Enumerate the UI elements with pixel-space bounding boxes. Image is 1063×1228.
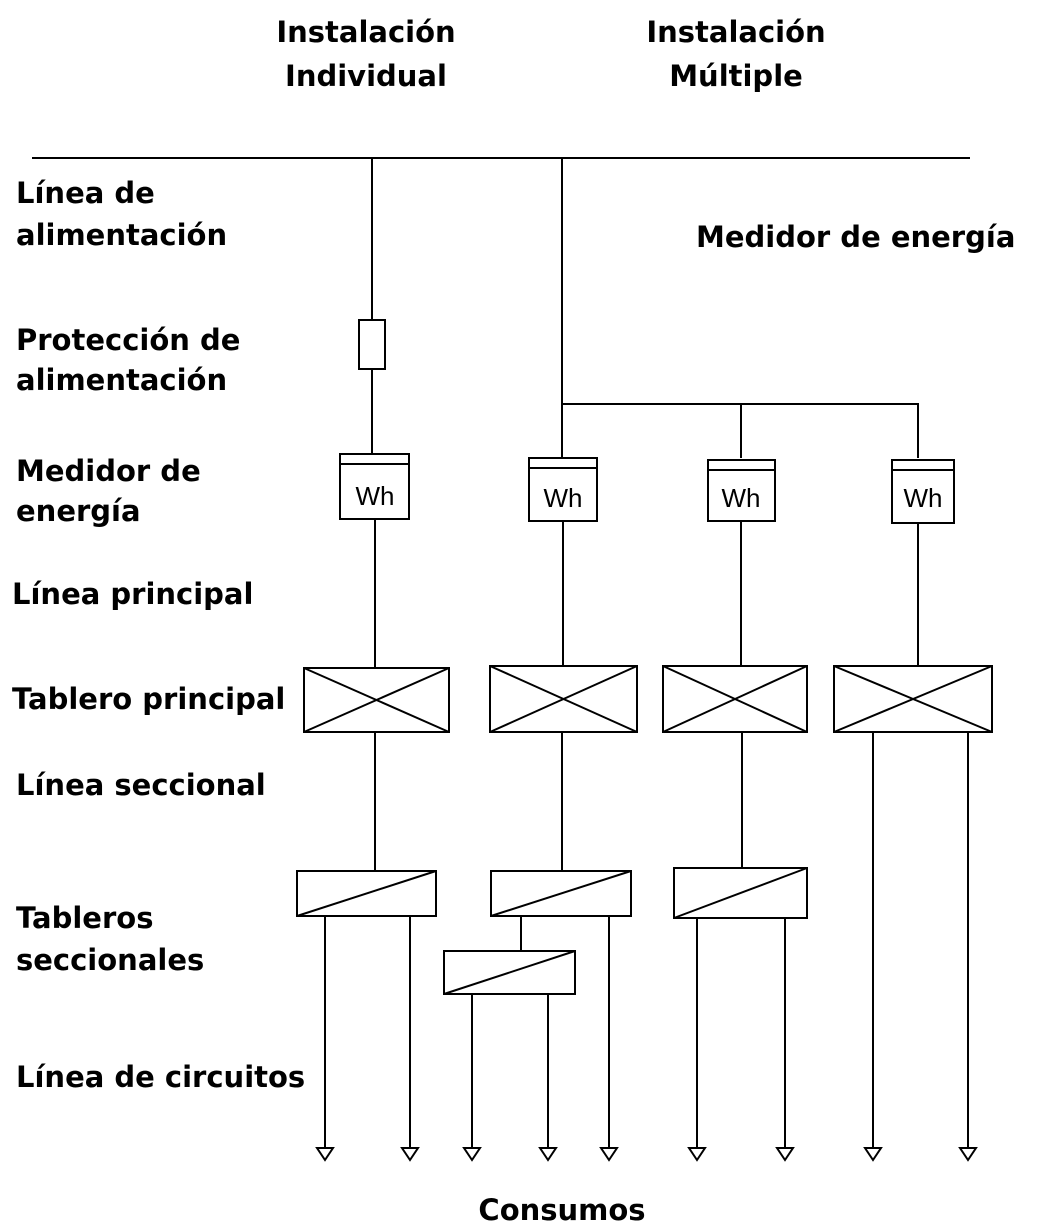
multiple-distribution-line bbox=[562, 403, 919, 458]
header-individual-line1: Instalación bbox=[276, 15, 455, 49]
load-symbol-9 bbox=[958, 1147, 978, 1162]
sectional-board-1 bbox=[296, 870, 437, 917]
label-tableros-seccionales-1: Tableros bbox=[16, 901, 153, 935]
main-board-2 bbox=[489, 665, 638, 733]
label-proteccion-1: Protección de bbox=[16, 323, 240, 357]
main-board-4 bbox=[833, 665, 993, 733]
label-tablero-principal: Tablero principal bbox=[12, 682, 285, 716]
main-board-3 bbox=[662, 665, 808, 733]
sectional-board-4 bbox=[443, 950, 576, 995]
label-linea-circuitos: Línea de circuitos bbox=[16, 1060, 305, 1094]
load-symbol-1 bbox=[315, 1147, 335, 1162]
label-consumos: Consumos bbox=[478, 1193, 645, 1227]
load-symbol-4 bbox=[538, 1147, 558, 1162]
label-linea-alimentacion-2: alimentación bbox=[16, 218, 227, 252]
load-symbol-5 bbox=[599, 1147, 619, 1162]
energy-meter-1: Wh bbox=[339, 453, 410, 520]
sectional-board-3 bbox=[673, 867, 808, 919]
meter-4-symbol: Wh bbox=[904, 483, 943, 513]
meter-2-symbol: Wh bbox=[544, 483, 583, 513]
sectional-board-2 bbox=[490, 870, 632, 917]
label-proteccion-2: alimentación bbox=[16, 363, 227, 397]
header-individual-line2: Individual bbox=[285, 59, 447, 93]
label-linea-alimentacion-1: Línea de bbox=[16, 176, 155, 210]
energy-meter-3: Wh bbox=[707, 459, 776, 522]
meter-3-symbol: Wh bbox=[722, 483, 761, 513]
header-multiple-line2: Múltiple bbox=[669, 59, 803, 93]
meter-1-symbol: Wh bbox=[356, 481, 395, 511]
load-symbol-7 bbox=[775, 1147, 795, 1162]
energy-meter-2: Wh bbox=[528, 457, 598, 522]
load-symbol-3 bbox=[462, 1147, 482, 1162]
label-linea-seccional: Línea seccional bbox=[16, 768, 266, 802]
label-medidor-1: Medidor de bbox=[16, 454, 201, 488]
energy-meter-4: Wh bbox=[891, 459, 955, 524]
load-symbol-2 bbox=[400, 1147, 420, 1162]
protection-fuse bbox=[358, 319, 386, 370]
label-medidor-2: energía bbox=[16, 494, 141, 528]
label-linea-principal: Línea principal bbox=[12, 577, 253, 611]
label-tableros-seccionales-2: seccionales bbox=[16, 943, 204, 977]
load-symbol-8 bbox=[863, 1147, 883, 1162]
load-symbol-6 bbox=[687, 1147, 707, 1162]
header-multiple-line1: Instalación bbox=[646, 15, 825, 49]
main-board-1 bbox=[303, 667, 450, 733]
label-medidor-multiple: Medidor de energía bbox=[696, 220, 1015, 254]
